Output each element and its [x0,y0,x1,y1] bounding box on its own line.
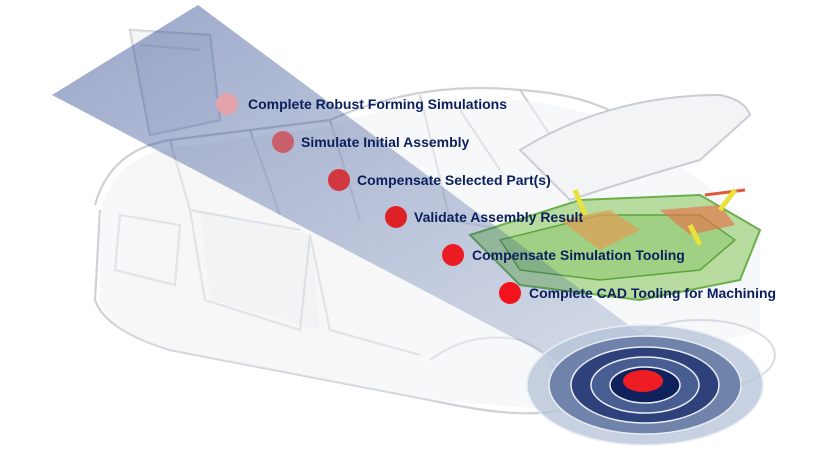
step-label: Complete Robust Forming Simulations [248,96,508,112]
step-markers [216,93,521,304]
engine-bay-tooling [468,188,762,302]
hood-panel [518,93,752,202]
step-marker [499,282,521,304]
step-label: Simulate Initial Assembly [301,134,470,150]
step-marker [272,131,294,153]
step-label: Compensate Selected Part(s) [357,172,551,188]
step-marker [385,206,407,228]
bullseye-center [623,370,663,392]
step-label: Validate Assembly Result [414,209,584,225]
step-marker [328,169,350,191]
step-marker [216,93,238,115]
step-label: Complete CAD Tooling for Machining [529,285,777,301]
step-marker [442,244,464,266]
target-bullseye [526,324,764,446]
step-label: Compensate Simulation Tooling [472,247,685,263]
focus-beam [52,5,700,378]
